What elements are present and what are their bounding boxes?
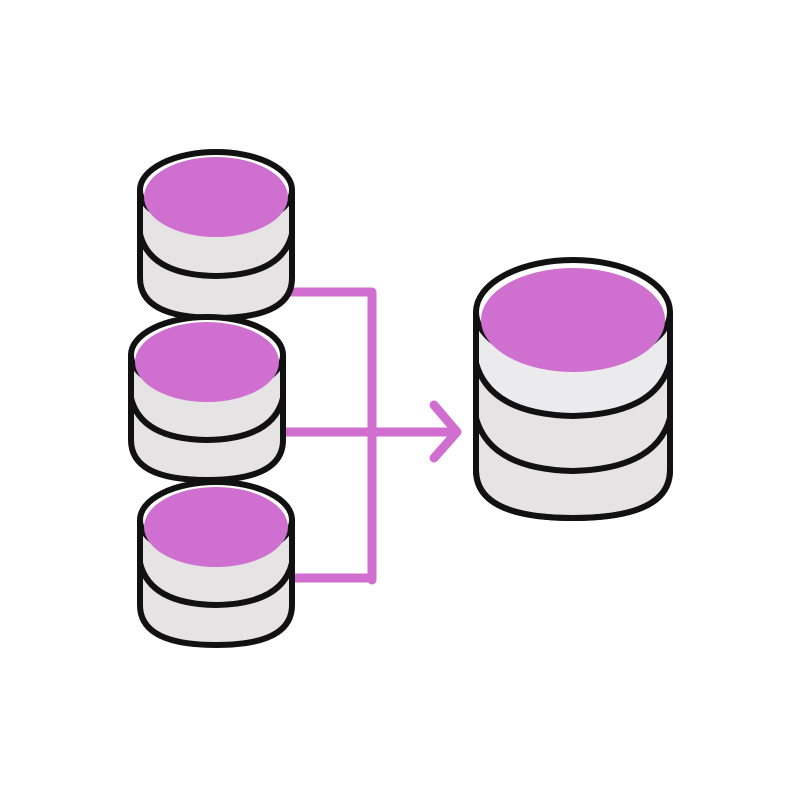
target-database xyxy=(473,257,673,522)
database-band-divider xyxy=(137,560,295,608)
source-database-3 xyxy=(137,479,295,648)
database-top-surface xyxy=(481,268,665,372)
database-band-divider-upper xyxy=(473,360,673,419)
database-outline xyxy=(473,312,673,522)
source-database-1 xyxy=(137,149,295,321)
merge-connector-icon xyxy=(281,287,462,585)
source-database-2 xyxy=(128,314,286,483)
database-icon xyxy=(473,257,673,522)
arrow-right-icon xyxy=(429,400,462,463)
database-band-divider-lower xyxy=(473,415,673,474)
database-top-surface xyxy=(144,157,288,237)
database-icon xyxy=(128,314,286,483)
database-icon xyxy=(137,149,295,321)
database-top-surface xyxy=(135,322,279,402)
database-icon xyxy=(137,479,295,648)
database-top-surface xyxy=(144,487,288,567)
connector-line-top xyxy=(283,287,377,585)
database-band-divider xyxy=(137,231,295,279)
database-band-divider xyxy=(128,395,286,443)
